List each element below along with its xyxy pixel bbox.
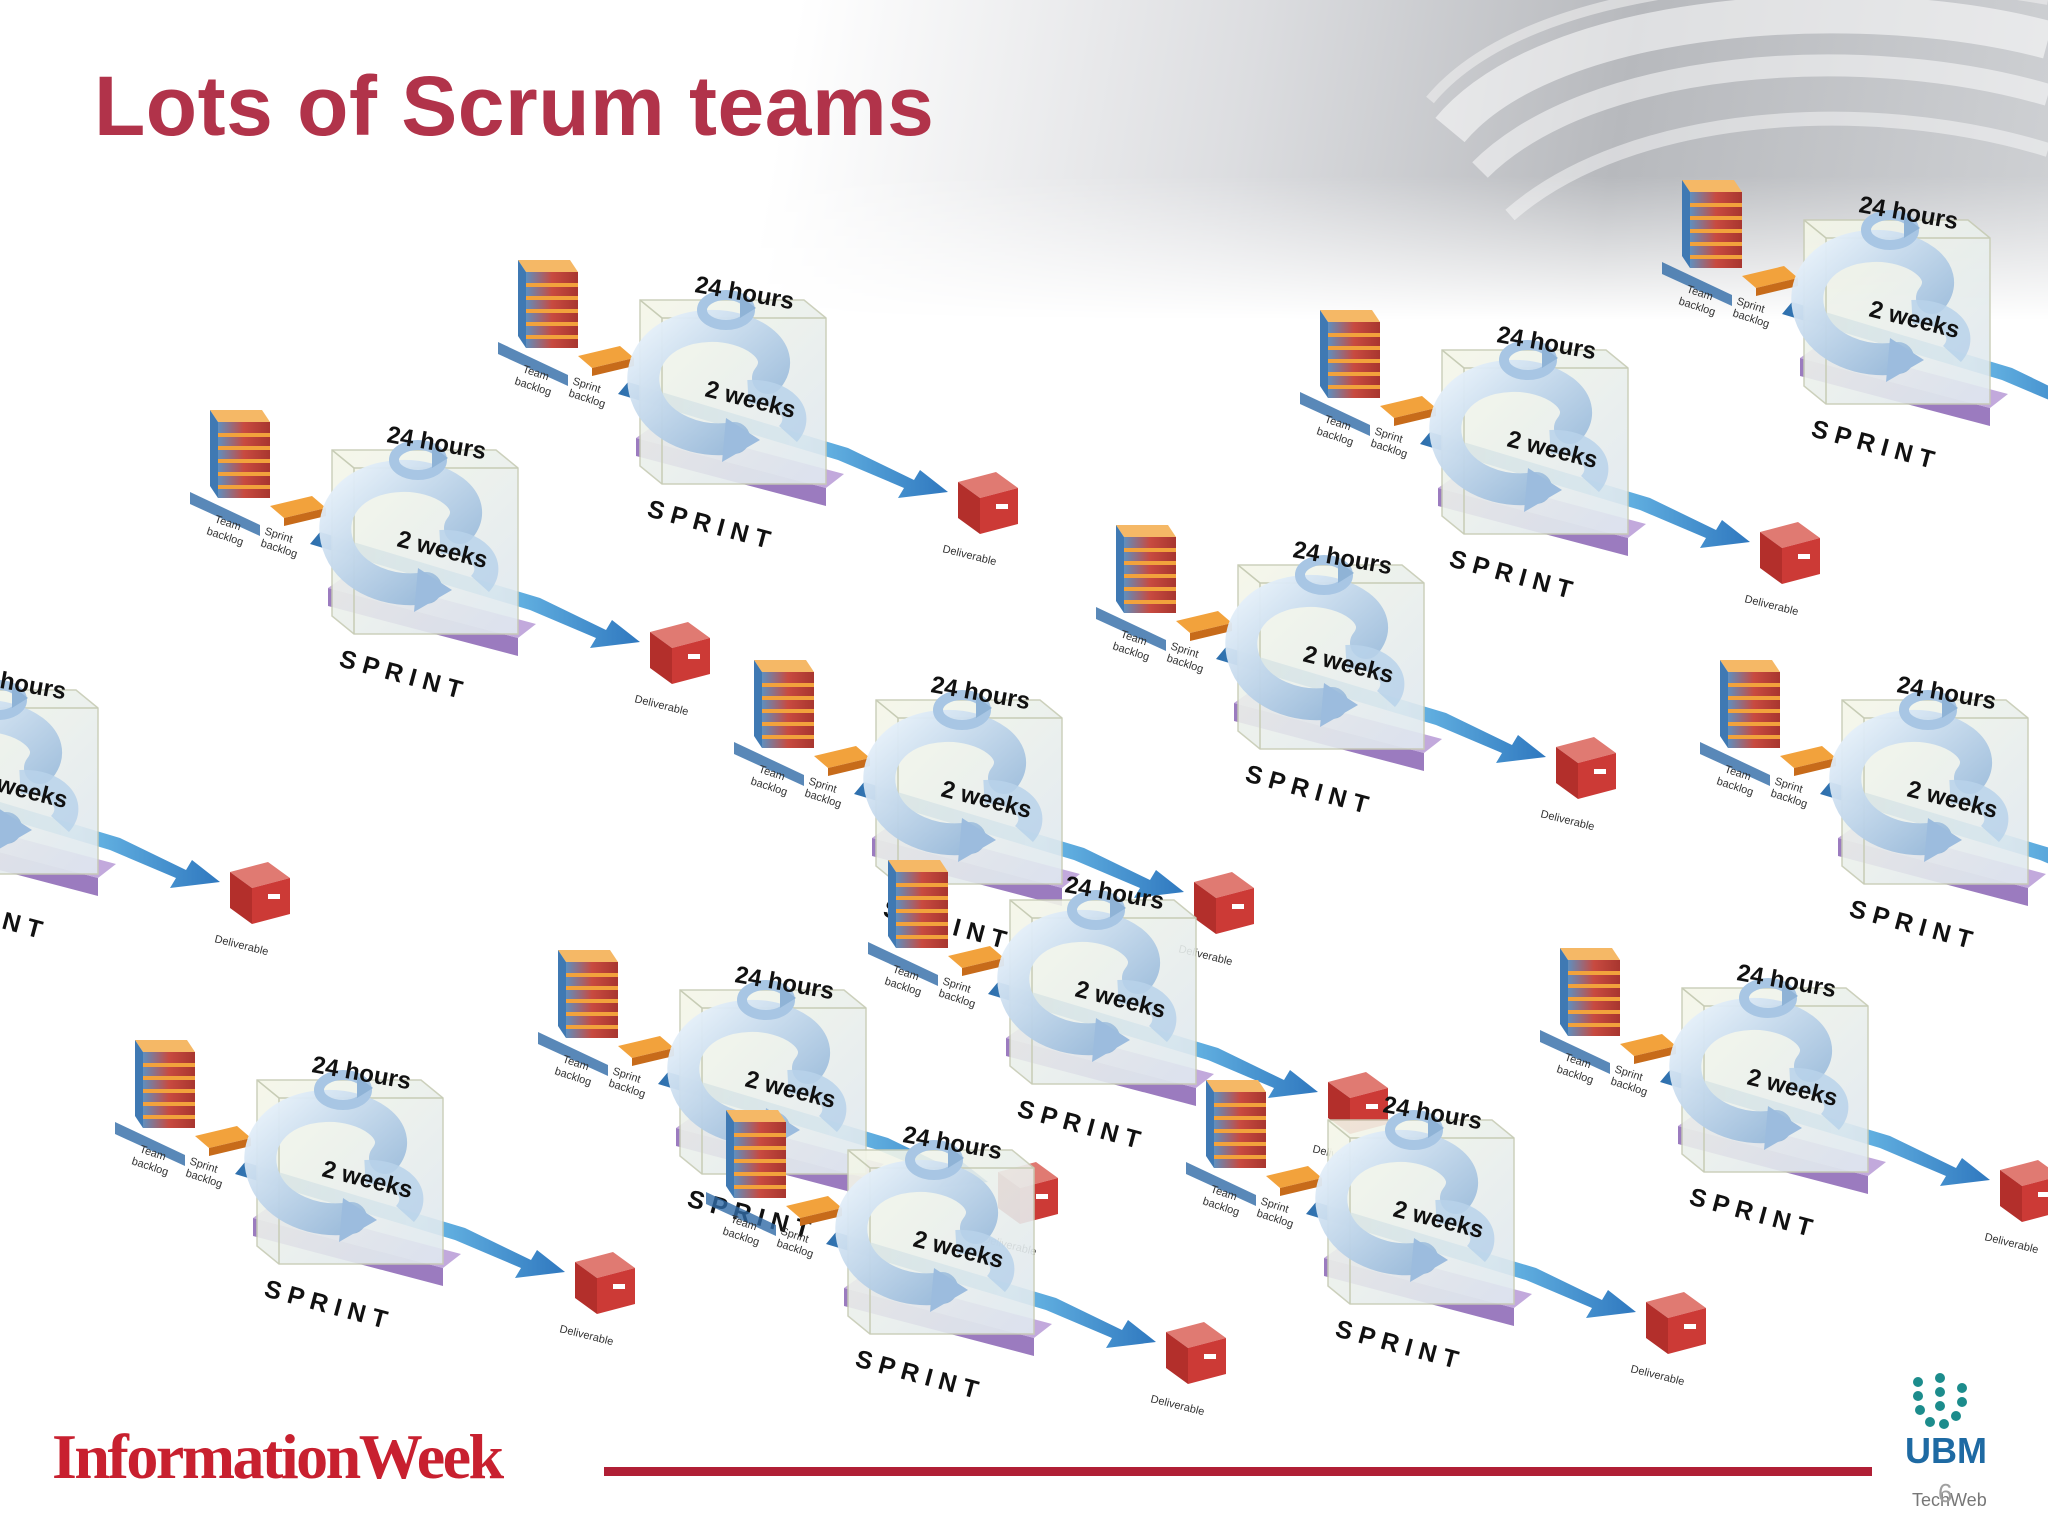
diagram-label: S P R I N T <box>1686 1183 1815 1243</box>
ubm-wordmark: UBM <box>1905 1430 1987 1471</box>
diagram-label: S P R I N T <box>1332 1315 1461 1375</box>
diagram-label: Deliverable <box>941 543 997 568</box>
ubm-techweb-label: TechWeb <box>1912 1490 1987 1510</box>
diagram-label: S P R I N T <box>261 1275 390 1335</box>
diagram-label: S P R I N T <box>852 1345 981 1405</box>
diagram-label: S P R I N T <box>1846 895 1975 955</box>
diagram-label: Deliverable <box>1743 593 1799 618</box>
diagram-label: S P R I N T <box>0 885 45 945</box>
diagram-label: S P R I N T <box>1242 760 1371 820</box>
page-number: 6 <box>1938 1478 1953 1508</box>
diagram-label: Deliverable <box>633 693 689 718</box>
diagram-label: S P R I N T <box>1014 1095 1143 1155</box>
diagram-label: Deliverable <box>1149 1393 1205 1418</box>
diagram-label: Deliverable <box>213 933 269 958</box>
swirl-decoration-icon <box>1426 0 2048 221</box>
informationweek-logo: InformationWeek <box>52 1421 504 1492</box>
slide-title: Lots of Scrum teams <box>94 59 935 153</box>
diagram-label: S P R I N T <box>336 645 465 705</box>
diagram-label: S P R I N T <box>1808 415 1937 475</box>
diagram-label: Deliverable <box>558 1323 614 1348</box>
diagram-label: Deliverable <box>1539 808 1595 833</box>
diagram-label: Deliverable <box>1983 1231 2039 1256</box>
diagram-label: Deliverable <box>1629 1363 1685 1388</box>
ubm-logo-icon <box>1913 1373 1967 1429</box>
diagram-label: S P R I N T <box>1446 545 1575 605</box>
footer-divider <box>604 1467 1872 1476</box>
diagram-label: S P R I N T <box>644 495 773 555</box>
